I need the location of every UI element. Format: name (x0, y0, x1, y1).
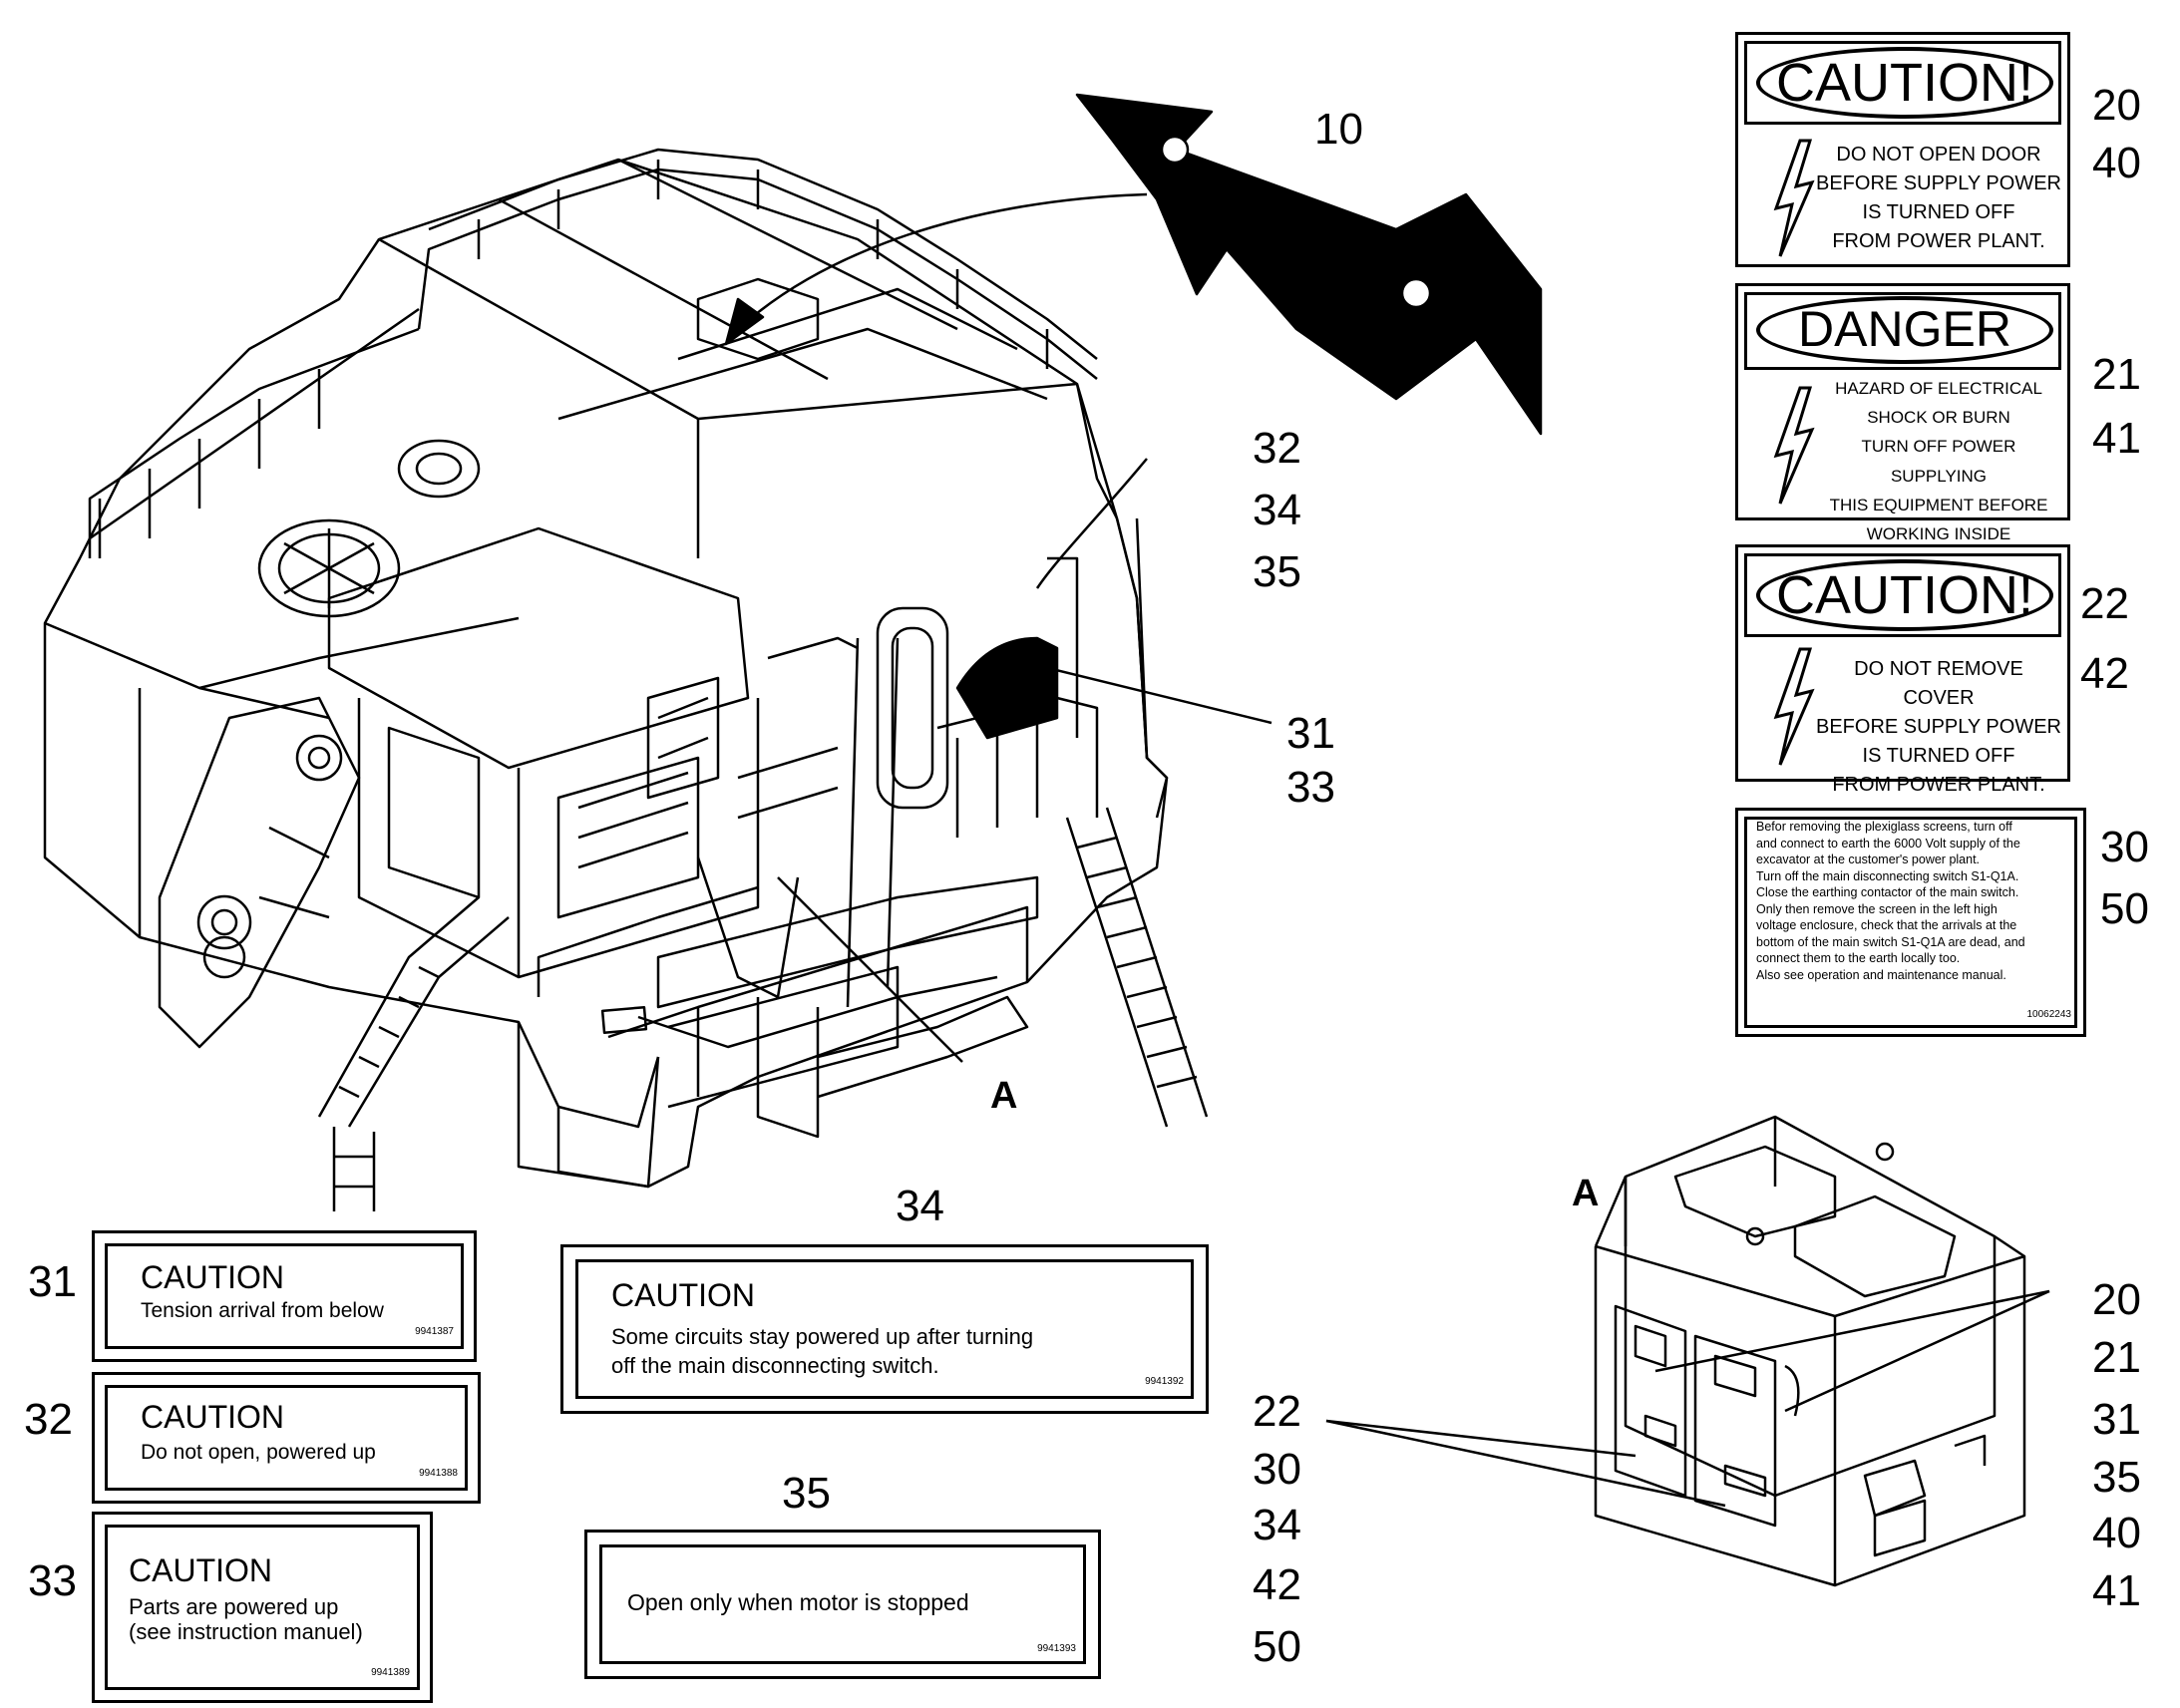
danger-line-4: THIS EQUIPMENT BEFORE (1829, 495, 2048, 514)
danger-line-3: TURN OFF POWER SUPPLYING (1861, 437, 2016, 486)
label-35-callout: 35 (782, 1469, 831, 1518)
label-35: Open only when motor is stopped 9941393 (584, 1530, 1101, 1679)
label-32-text: Do not open, powered up (141, 1441, 376, 1464)
caution-cover-line-1: DO NOT REMOVE COVER (1854, 658, 2023, 709)
caution-cover-heading: CAUTION! (1756, 559, 2053, 631)
danger-line-1: HAZARD OF ELECTRICAL (1835, 379, 2042, 398)
caution-cover-line-2: BEFORE SUPPLY POWER (1816, 716, 2061, 738)
callout-40-r: 40 (2092, 1509, 2141, 1557)
callout-22-b: 22 (1253, 1387, 1301, 1436)
callout-20: 20 (2092, 81, 2141, 130)
callout-42-b: 42 (1253, 1560, 1301, 1609)
label-32-heading: CAUTION (141, 1399, 284, 1435)
excavator-upper-structure (43, 148, 1272, 1211)
label-34-callout: 34 (896, 1182, 944, 1230)
caution-door-label: CAUTION! DO NOT OPEN DOOR BEFORE SUPPLY … (1735, 32, 2070, 267)
instructions-label: Befor removing the plexiglass screens, t… (1735, 808, 2086, 1037)
callout-31-r: 31 (2092, 1395, 2141, 1444)
label-32-code: 9941388 (419, 1468, 458, 1479)
danger-line-2: SHOCK OR BURN (1867, 408, 2010, 428)
caution-door-line-4: FROM POWER PLANT. (1832, 230, 2045, 252)
callout-35-r: 35 (2092, 1453, 2141, 1502)
caution-cover-line-4: FROM POWER PLANT. (1832, 774, 2045, 796)
label-34-code: 9941392 (1145, 1376, 1184, 1387)
label-31: CAUTION Tension arrival from below 99413… (92, 1230, 477, 1362)
callout-41-r: 41 (2092, 1566, 2141, 1615)
callout-32: 32 (1253, 424, 1301, 473)
callout-30: 30 (2100, 823, 2149, 871)
label-31-heading: CAUTION (141, 1259, 284, 1295)
label-33-heading: CAUTION (129, 1552, 272, 1588)
callout-34: 34 (1253, 486, 1301, 534)
caution-door-line-2: BEFORE SUPPLY POWER (1816, 172, 2061, 194)
label-34: CAUTION Some circuits stay powered up af… (560, 1244, 1209, 1414)
caution-cover-line-3: IS TURNED OFF (1862, 745, 2015, 767)
caution-door-line-3: IS TURNED OFF (1862, 201, 2015, 223)
label-32-callout: 32 (24, 1395, 73, 1444)
label-33-text: Parts are powered up (see instruction ma… (129, 1594, 363, 1645)
callout-31: 31 (1286, 709, 1335, 758)
detail-view-a-title: A (1572, 1173, 1600, 1214)
caution-door-heading: CAUTION! (1756, 47, 2053, 119)
callout-34-b: 34 (1253, 1501, 1301, 1549)
direction-arrow (724, 93, 1543, 436)
detail-view-a-cabinet (1325, 1115, 2050, 1587)
danger-heading: DANGER (1756, 296, 2053, 364)
caution-door-line-1: DO NOT OPEN DOOR (1836, 144, 2041, 166)
view-a-marker: A (990, 1075, 1018, 1117)
callout-21: 21 (2092, 350, 2141, 399)
callout-50: 50 (2100, 884, 2149, 933)
label-31-code: 9941387 (415, 1326, 454, 1337)
label-33: CAUTION Parts are powered up (see instru… (92, 1512, 433, 1703)
callout-35: 35 (1253, 547, 1301, 596)
callout-40: 40 (2092, 139, 2141, 187)
callout-20-r: 20 (2092, 1275, 2141, 1324)
caution-cover-label: CAUTION! DO NOT REMOVE COVER BEFORE SUPP… (1735, 544, 2070, 796)
callout-30-b: 30 (1253, 1445, 1301, 1494)
instructions-text: Befor removing the plexiglass screens, t… (1756, 820, 2025, 982)
label-35-text: Open only when motor is stopped (627, 1589, 969, 1615)
callout-42: 42 (2080, 649, 2129, 698)
danger-line-5: WORKING INSIDE (1866, 524, 2011, 544)
label-31-text: Tension arrival from below (141, 1299, 384, 1322)
instructions-code: 10062243 (2026, 1009, 2072, 1020)
callout-41: 41 (2092, 414, 2141, 463)
label-35-code: 9941393 (1037, 1643, 1076, 1654)
callout-10: 10 (1314, 105, 1363, 154)
callout-22: 22 (2080, 579, 2129, 628)
lightning-bolt-icon (1773, 647, 1815, 766)
callout-33: 33 (1286, 763, 1335, 812)
label-32: CAUTION Do not open, powered up 9941388 (92, 1372, 481, 1504)
label-31-callout: 31 (28, 1257, 77, 1306)
lightning-bolt-icon (1773, 139, 1815, 257)
label-33-callout: 33 (28, 1556, 77, 1605)
callout-21-r: 21 (2092, 1333, 2141, 1382)
lightning-bolt-icon (1773, 386, 1815, 505)
danger-label: DANGER HAZARD OF ELECTRICAL SHOCK OR BUR… (1735, 283, 2070, 543)
label-34-heading: CAUTION (611, 1277, 755, 1313)
label-33-code: 9941389 (371, 1667, 410, 1678)
label-34-text: Some circuits stay powered up after turn… (611, 1324, 1034, 1378)
callout-50-b: 50 (1253, 1622, 1301, 1671)
